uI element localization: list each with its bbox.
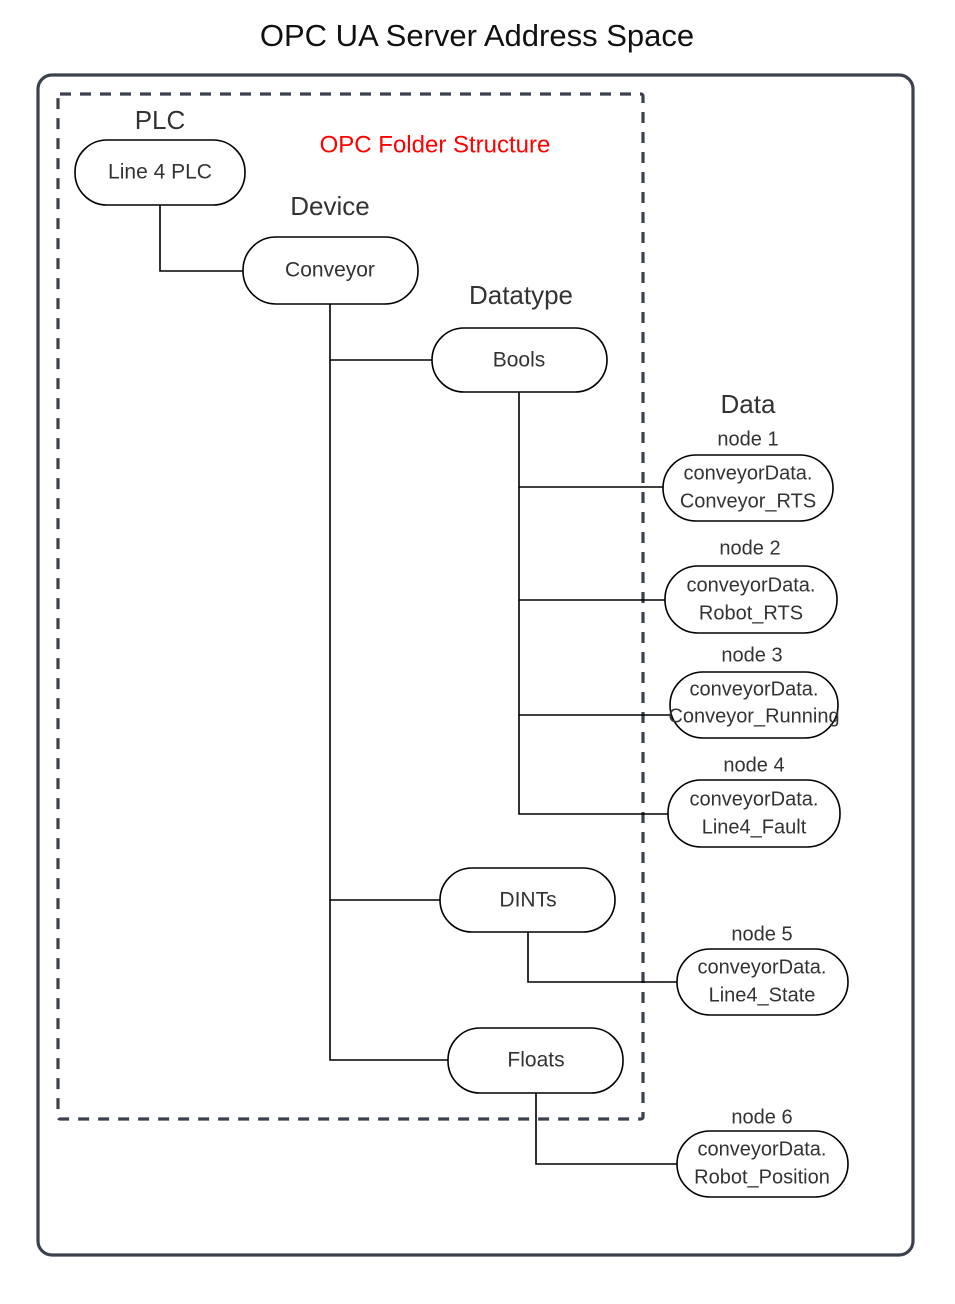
data-node-2-caption: node 2	[719, 537, 780, 559]
node-dints-label: DINTs	[499, 889, 556, 912]
data-node-2[interactable]: node 2 conveyorData. Robot_RTS	[664, 537, 838, 634]
connector-floats-to-node6	[535, 1093, 677, 1165]
data-node-1-caption: node 1	[717, 428, 778, 450]
data-node-3-line2: Conveyor_Running	[668, 705, 839, 727]
node-dints-shape	[439, 867, 616, 933]
connector-dints-to-node5	[527, 932, 677, 983]
data-node-2-shape	[664, 565, 838, 634]
data-node-5-caption: node 5	[731, 923, 792, 945]
connector-device-to-dints	[329, 360, 440, 901]
address-space-frame	[36, 73, 915, 1257]
data-node-6-caption: node 6	[731, 1106, 792, 1128]
node-floats[interactable]: Floats	[447, 1027, 624, 1094]
data-node-6-line1: conveyorData.	[698, 1138, 827, 1160]
node-line-4-plc-label: Line 4 PLC	[108, 161, 212, 184]
data-node-5-line2: Line4_State	[709, 984, 816, 1006]
connector-device-to-floats	[329, 900, 448, 1061]
node-line-4-plc-shape	[74, 139, 246, 206]
opc-folder-structure-boundary	[56, 92, 645, 1121]
data-node-5-shape	[676, 948, 849, 1016]
column-label-data: Data	[721, 389, 776, 419]
node-floats-label: Floats	[507, 1049, 564, 1072]
data-node-3-line1: conveyorData.	[690, 678, 819, 700]
node-line-4-plc[interactable]: Line 4 PLC	[74, 139, 246, 206]
data-node-1-line2: Conveyor_RTS	[680, 490, 816, 512]
data-node-5-line1: conveyorData.	[698, 956, 827, 978]
node-bools[interactable]: Bools	[431, 327, 608, 393]
data-node-2-line2: Robot_RTS	[699, 602, 803, 624]
data-node-4-shape	[667, 779, 841, 848]
data-node-3-shape	[669, 671, 839, 739]
connector-plc-to-device	[159, 205, 243, 272]
data-node-6-line2: Robot_Position	[694, 1166, 830, 1188]
data-node-4-line1: conveyorData.	[690, 788, 819, 810]
data-node-6-shape	[676, 1130, 849, 1198]
page-title: OPC UA Server Address Space	[260, 18, 694, 53]
data-node-4-line2: Line4_Fault	[702, 816, 807, 838]
data-node-4-caption: node 4	[723, 754, 784, 776]
data-node-3-caption: node 3	[721, 644, 782, 666]
node-conveyor-label: Conveyor	[285, 259, 375, 282]
data-node-3[interactable]: node 3 conveyorData. Conveyor_Running	[668, 644, 840, 739]
opc-folder-structure-label: OPC Folder Structure	[320, 131, 551, 158]
connector-bools-to-node4	[518, 715, 668, 815]
connector-device-to-bools	[329, 304, 432, 361]
data-node-1-shape	[662, 454, 834, 522]
data-node-2-line1: conveyorData.	[687, 574, 816, 596]
data-node-4[interactable]: node 4 conveyorData. Line4_Fault	[667, 754, 841, 848]
data-node-1[interactable]: node 1 conveyorData. Conveyor_RTS	[662, 428, 834, 522]
connector-bools-to-node3	[518, 600, 670, 716]
column-label-device: Device	[290, 191, 369, 221]
data-node-6[interactable]: node 6 conveyorData. Robot_Position	[676, 1106, 849, 1198]
node-bools-label: Bools	[493, 349, 546, 372]
data-node-1-line1: conveyorData.	[684, 462, 813, 484]
node-dints[interactable]: DINTs	[439, 867, 616, 933]
node-conveyor-shape	[242, 236, 419, 305]
column-label-plc: PLC	[135, 105, 186, 135]
data-node-5[interactable]: node 5 conveyorData. Line4_State	[676, 923, 849, 1016]
node-conveyor[interactable]: Conveyor	[242, 236, 419, 305]
node-floats-shape	[447, 1027, 624, 1094]
column-label-datatype: Datatype	[469, 280, 573, 310]
node-bools-shape	[431, 327, 608, 393]
